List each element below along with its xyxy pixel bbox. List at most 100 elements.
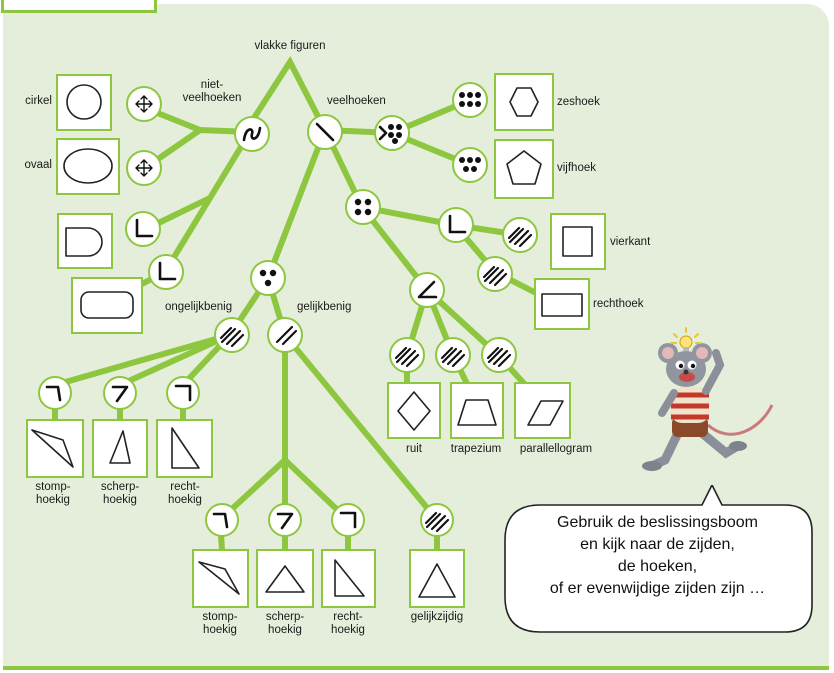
obtuse-angle-icon — [45, 385, 62, 402]
label-ovaal: ovaal — [24, 159, 53, 171]
parallel-lines-icon — [440, 346, 466, 368]
parallel-lines-icon — [275, 325, 298, 346]
parallel-lines-icon — [486, 346, 512, 368]
label-stomp-hoekig-2: stomp- hoekig — [202, 611, 238, 636]
acute-triangle-shape — [109, 430, 131, 464]
equilateral-triangle-shape — [418, 563, 456, 598]
label-zeshoek: zeshoek — [557, 96, 600, 108]
label-recht-hoekig-1: recht- hoekig — [168, 481, 202, 506]
right-angle-icon — [174, 384, 192, 402]
square-shape — [562, 226, 593, 257]
label-recht-hoekig-2: recht- hoekig — [331, 611, 365, 636]
rectangle-shape — [541, 293, 583, 317]
hexagon-shape — [509, 87, 539, 117]
label-veelhoeken: veelhoeken — [327, 95, 386, 107]
right-angle-icon — [339, 511, 357, 529]
cross-arrows-icon — [135, 95, 153, 113]
node-acute-1 — [103, 376, 137, 410]
node-parallel-parallellogram — [481, 337, 517, 373]
node-acute-2 — [268, 503, 302, 537]
trapezium-shape — [457, 399, 497, 426]
branch-three-dots — [265, 127, 328, 281]
curve-icon — [242, 126, 262, 142]
label-gelijkzijdig: gelijkzijdig — [410, 611, 464, 623]
dots-icon — [459, 92, 481, 107]
label-parallellogram: parallellogram — [519, 443, 593, 455]
pentagon-shape — [506, 150, 542, 185]
acute-angle-icon — [417, 280, 438, 299]
right-angle-icon — [135, 218, 154, 238]
header-tab — [1, 0, 157, 13]
node-parallel-rechthoek — [477, 256, 513, 292]
box-cirkel — [56, 74, 112, 131]
box-vijfhoek — [494, 139, 554, 199]
label-ongelijkbenig: ongelijkbenig — [165, 301, 233, 313]
parallelogram-shape — [527, 400, 564, 426]
node-parallel-gelijkzijdig — [420, 503, 454, 537]
label-scherp-hoekig-2: scherp- hoekig — [265, 611, 305, 636]
label-trapezium: trapezium — [450, 443, 502, 455]
dots-icon — [388, 124, 402, 144]
node-parallel-ruit — [389, 337, 425, 373]
obtuse-triangle-shape — [31, 429, 74, 468]
acute-angle-icon — [111, 385, 129, 403]
parallel-lines-icon — [219, 326, 245, 348]
node-four-dots — [345, 189, 381, 225]
node-parallel-vierkant — [502, 217, 538, 253]
right-angle-icon — [448, 214, 467, 234]
parallel-lines-icon — [394, 346, 420, 368]
shape-drawings — [31, 84, 593, 598]
obtuse-angle-icon — [212, 512, 229, 529]
label-scherp-hoekig-1: scherp- hoekig — [100, 481, 140, 506]
node-three-dots — [250, 260, 286, 296]
ellipse-shape — [63, 148, 113, 184]
rounded-rect-shape — [80, 291, 134, 319]
half-round-shape — [65, 227, 103, 257]
node-parallel-trapezium — [435, 337, 471, 373]
right-triangle-shape — [171, 427, 200, 469]
bottom-rule — [3, 666, 829, 670]
label-niet-veelhoeken: niet- veelhoeken — [182, 79, 242, 104]
dots-icon — [459, 157, 481, 172]
node-right-2 — [331, 503, 365, 537]
label-rechthoek: rechthoek — [593, 298, 644, 310]
label-vierkant: vierkant — [610, 236, 651, 248]
parallel-lines-icon — [482, 265, 508, 287]
right-triangle-shape — [334, 559, 365, 597]
node-six-dots — [452, 82, 488, 118]
label-ruit: ruit — [406, 443, 422, 455]
label-root: vlakke figuren — [254, 40, 326, 52]
rhombus-shape — [397, 391, 431, 431]
dots-icon — [259, 269, 277, 287]
dots-icons — [259, 92, 481, 287]
label-cirkel: cirkel — [25, 95, 52, 107]
branch-parallellogram — [424, 287, 533, 393]
speech-bubble — [504, 485, 813, 633]
node-obtuse-1 — [38, 376, 72, 410]
acute-angle-icon — [276, 512, 294, 530]
straight-line-icon — [315, 122, 335, 142]
node-five-dots — [452, 147, 488, 183]
parallel-lines-icon — [424, 511, 450, 533]
label-stomp-hoekig-1: stomp- hoekig — [35, 481, 71, 506]
node-right-angle-1 — [125, 211, 161, 247]
label-gelijkbenig: gelijkbenig — [297, 301, 352, 313]
node-right-1 — [166, 376, 200, 410]
label-vijfhoek: vijfhoek — [557, 162, 596, 174]
cross-arrows-icon — [135, 159, 153, 177]
right-angle-icon — [158, 261, 177, 281]
node-parallel-ongelijkbenig — [214, 317, 250, 353]
branch-root — [242, 56, 328, 135]
decision-nodes — [38, 82, 538, 537]
parallel-lines-icon — [507, 226, 533, 248]
speech-bubble-text: Gebruik de beslissingsboom en kijk naar … — [549, 514, 766, 597]
node-obtuse-2 — [205, 503, 239, 537]
dots-icon — [354, 198, 372, 216]
node-icons — [45, 95, 467, 530]
node-right-angle-3 — [438, 207, 474, 243]
parallel-icons — [219, 226, 533, 533]
branch-recht-2 — [282, 457, 351, 553]
obtuse-triangle-shape — [198, 561, 240, 595]
